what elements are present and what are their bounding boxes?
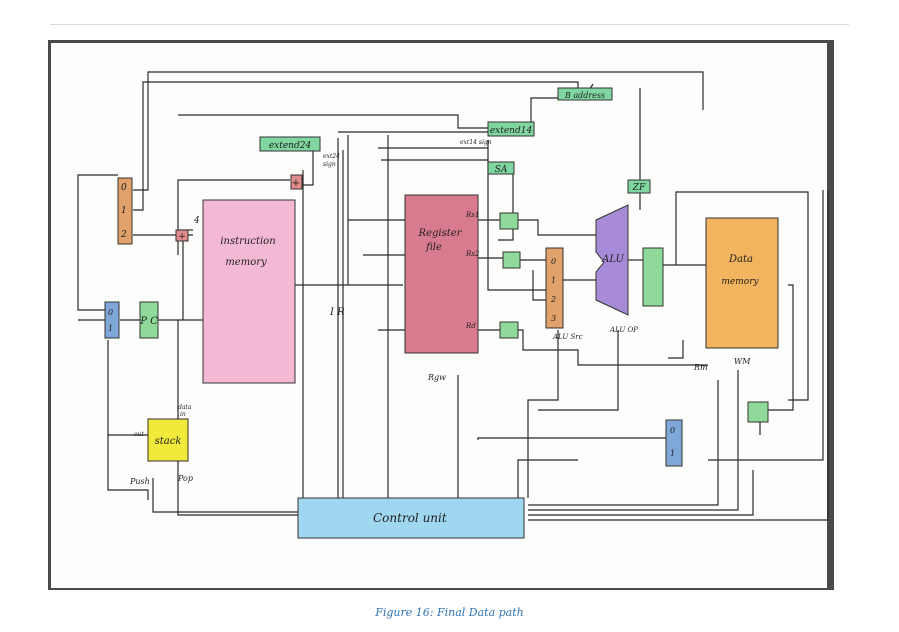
pc-mux xyxy=(104,301,120,339)
sa-label: SA xyxy=(495,165,508,175)
next-pc-mux-in2: 2 xyxy=(120,230,127,240)
branch-adder xyxy=(290,174,303,190)
alu-label: ALU xyxy=(601,254,624,265)
stack-data-label: data xyxy=(178,404,192,411)
ext24-sign-label: sign xyxy=(323,161,336,168)
wire-wm xyxy=(528,370,739,511)
rgw-label: Rgw xyxy=(427,373,446,382)
wire-b-address xyxy=(133,81,579,211)
wire-wb-rf xyxy=(477,437,666,440)
write-back-mux-in1: 1 xyxy=(670,449,675,458)
rd-label: Rd xyxy=(465,322,476,330)
b-address-box xyxy=(557,87,613,101)
alu xyxy=(595,204,629,316)
control-unit xyxy=(297,497,525,539)
alu-src-label: ALU Src xyxy=(552,333,583,341)
branch-adder-plus: + xyxy=(292,178,300,189)
wire-wb-right xyxy=(708,190,824,461)
data-memory-label-2: memory xyxy=(721,277,759,287)
control-unit-label: Control unit xyxy=(373,511,447,525)
alu-src-mux-in1: 1 xyxy=(551,276,556,285)
wire-wb-sel xyxy=(528,470,754,516)
wire-ext14-baddr xyxy=(530,97,563,128)
sa-box xyxy=(487,161,515,175)
constant-four: 4 xyxy=(193,216,200,226)
ext24-label: ext24 xyxy=(323,153,340,160)
ir-label: I R xyxy=(329,307,345,318)
wire-mux-in xyxy=(532,270,546,301)
program-counter xyxy=(139,301,159,339)
figure-caption: Figure 16: Final Data path xyxy=(375,606,524,619)
wire-alusrc-ctl xyxy=(517,459,578,500)
pc-mux-in1: 1 xyxy=(108,324,113,333)
instruction-memory xyxy=(202,199,296,384)
wire-ext-mux xyxy=(487,140,546,291)
rd-buffer xyxy=(499,321,519,339)
register-file-label-2: file xyxy=(425,242,442,253)
rs1-buffer xyxy=(499,212,519,230)
wire-alusrc xyxy=(527,330,559,498)
extend24-label: extend24 xyxy=(269,141,312,151)
wire-push xyxy=(152,478,298,513)
data-memory xyxy=(705,217,779,349)
wires xyxy=(77,71,829,521)
wire-sa-down xyxy=(498,170,514,241)
wb-buffer xyxy=(747,401,769,423)
alu-output-register xyxy=(642,247,664,307)
stack-out-label: out xyxy=(134,431,144,438)
wire-pop xyxy=(177,460,303,516)
wire-aluop xyxy=(538,330,619,411)
write-back-mux xyxy=(665,419,683,467)
b-address-label: B address xyxy=(564,91,605,100)
wire-rm xyxy=(528,380,719,506)
alu-src-mux-in0: 0 xyxy=(551,257,556,266)
zf-label: ZF xyxy=(632,183,646,193)
alu-op-label: ALU OP xyxy=(609,326,638,334)
next-pc-mux xyxy=(117,177,133,245)
next-pc-mux-in1: 1 xyxy=(121,206,127,216)
pc-mux-in0: 0 xyxy=(108,308,113,317)
extend14-label: extend14 xyxy=(490,126,533,136)
wire-alu-loop xyxy=(675,191,809,401)
wire-dmem-out xyxy=(768,284,794,411)
wire-ext14-in xyxy=(178,114,488,129)
wire-control-right xyxy=(528,190,829,521)
rs2-label: Rs2 xyxy=(465,250,480,258)
alu-src-mux-in2: 2 xyxy=(550,295,556,304)
extend24-box xyxy=(259,136,321,152)
wire-mux-out xyxy=(77,174,118,311)
ext14-sign-label: ext14 sign xyxy=(460,139,492,146)
alu-src-mux xyxy=(545,247,564,329)
rs2-buffer xyxy=(502,251,521,269)
wm-label: WM xyxy=(734,357,751,366)
wire-rd-dmem xyxy=(518,329,708,366)
extend14-box xyxy=(487,121,535,137)
register-file xyxy=(404,194,479,354)
wire-dmem-addr xyxy=(668,340,684,359)
data-memory-label-1: Data xyxy=(728,254,753,265)
pop-label: Pop xyxy=(177,474,193,483)
pc-adder xyxy=(175,229,189,242)
top-rule xyxy=(50,24,849,25)
pc-label: P C xyxy=(139,316,158,327)
wire-stack-loop xyxy=(107,340,149,500)
pc-adder-plus: + xyxy=(178,232,186,242)
zf-box xyxy=(627,179,651,194)
datapath-diagram: 0 1 2 0 1 P C + + 4 extend24 ext24 sign … xyxy=(51,43,829,588)
push-label: Push xyxy=(129,477,150,486)
stack xyxy=(147,418,189,462)
stack-label: stack xyxy=(155,436,182,447)
alu-src-mux-in3: 3 xyxy=(551,314,556,323)
instruction-memory-label-1: instruction xyxy=(220,236,275,247)
write-back-mux-in0: 0 xyxy=(670,426,675,435)
register-file-label-1: Register xyxy=(418,228,463,239)
wire-buf1-alu xyxy=(518,219,596,236)
stack-in-label: in xyxy=(180,411,186,418)
next-pc-mux-in0: 0 xyxy=(121,183,127,193)
instruction-memory-label-2: memory xyxy=(225,257,267,268)
rm-label: Rm xyxy=(693,363,708,372)
rs1-label: Rs1 xyxy=(465,211,479,219)
